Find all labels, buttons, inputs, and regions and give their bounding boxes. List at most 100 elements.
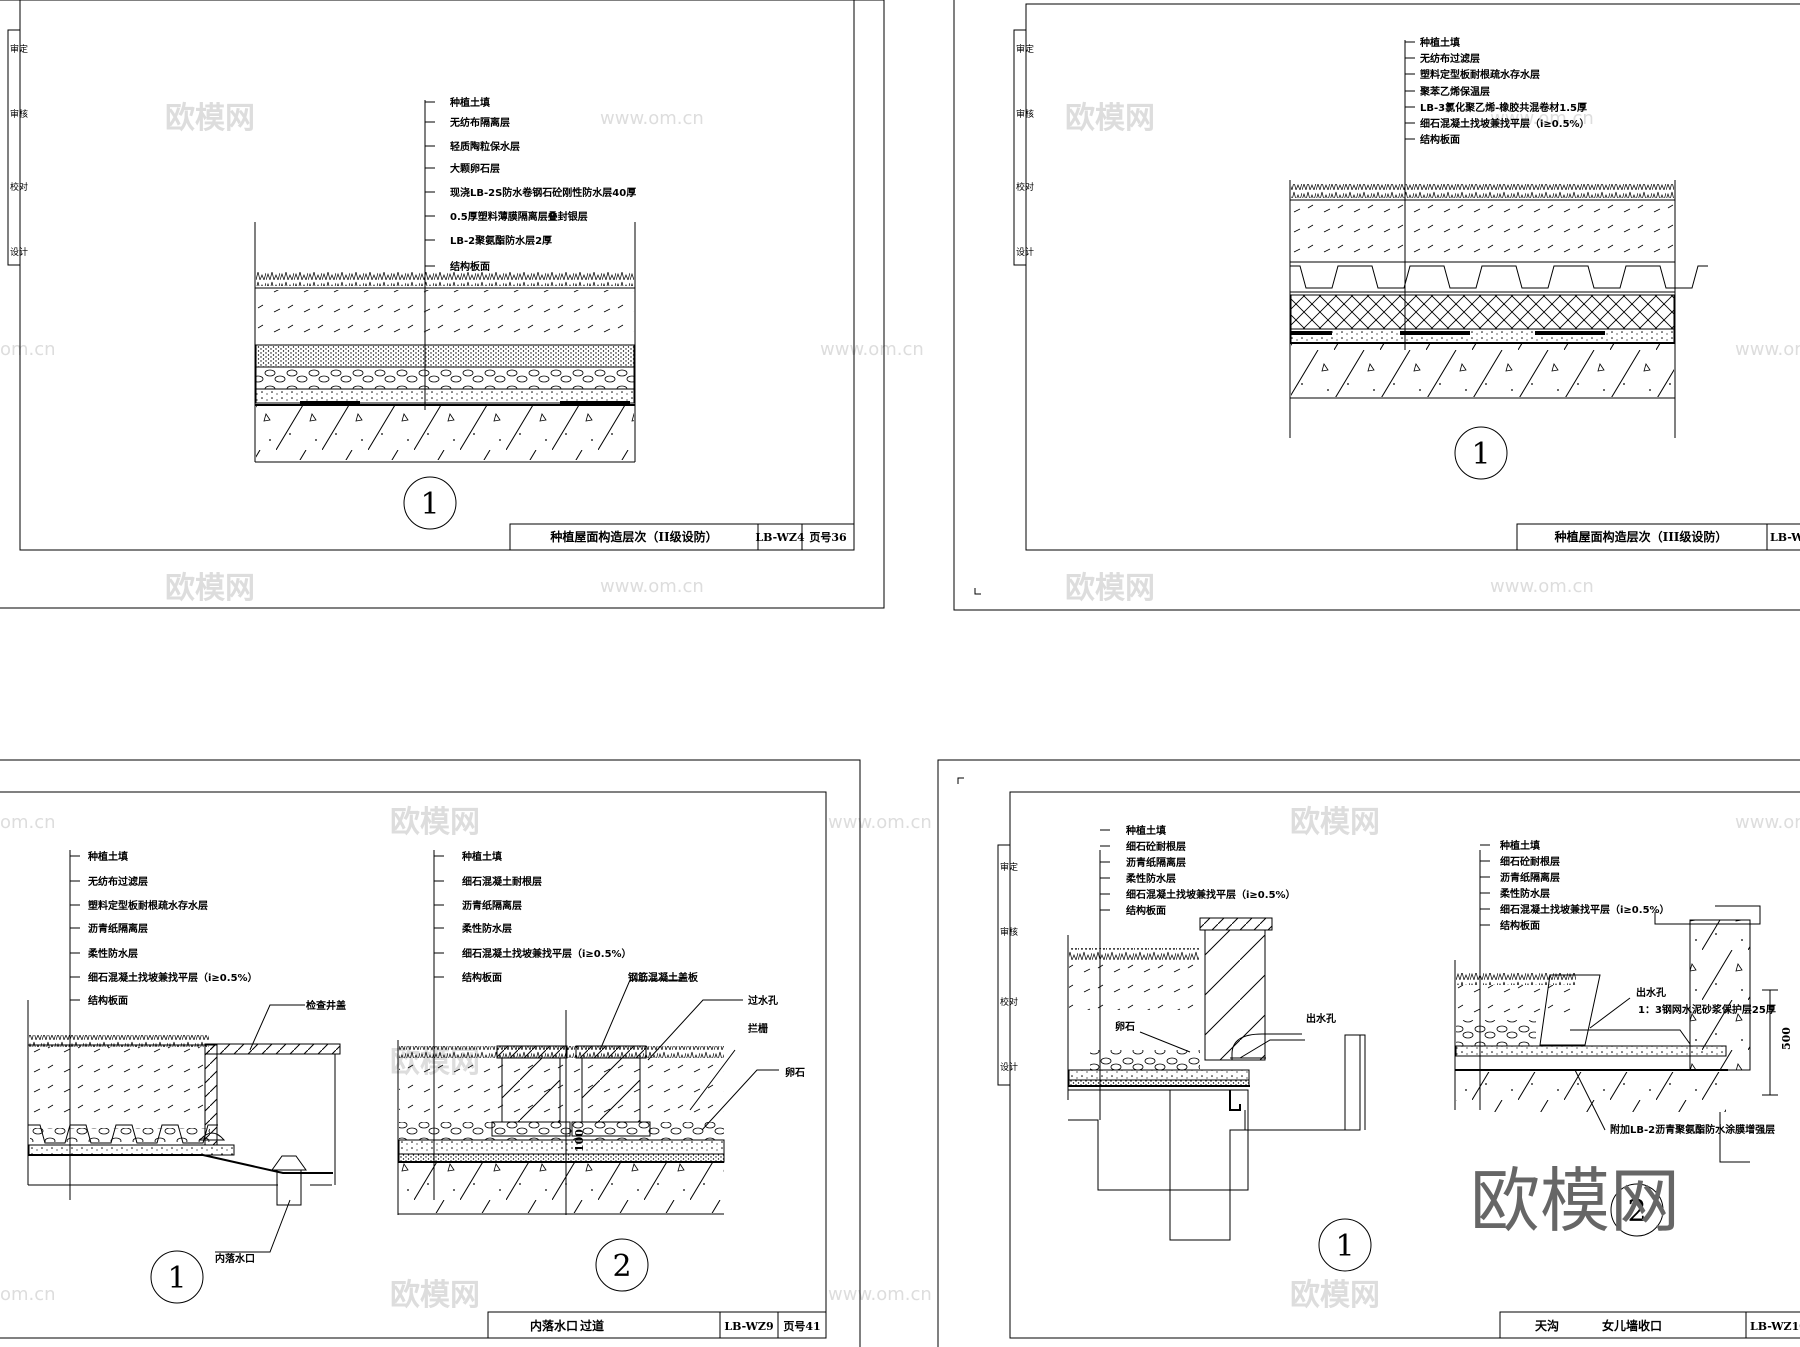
side-label: 审核	[10, 108, 28, 120]
layer-label: 塑料定型板耐根疏水存水层	[1420, 68, 1540, 81]
panel-1: 审定 审核 校对 设计 种植土填 无纺布隔离层 轻	[0, 0, 885, 609]
section-detail-2: 500	[1454, 850, 1793, 1163]
layer-label: 结构板面	[462, 971, 502, 984]
layer-label: 结构板面	[1500, 919, 1540, 932]
section-detail-1	[27, 850, 341, 1206]
drawing-title: 种植屋面构造层次（III级设防）	[1554, 529, 1728, 544]
dimension-label: 500	[1780, 1027, 1793, 1050]
side-label: 设计	[1016, 246, 1034, 258]
detail-number: 1	[420, 487, 439, 522]
watermark-logo-text: 欧模网	[1470, 1160, 1680, 1242]
layer-label: 无纺布隔离层	[449, 116, 510, 129]
detail-number: 1	[167, 1261, 186, 1296]
detail-number: 2	[612, 1249, 631, 1284]
watermark-brand: 欧模网	[1065, 101, 1155, 136]
drawing-title: 种植屋面构造层次（II级设防）	[549, 529, 717, 544]
watermark-brand: 欧模网	[390, 1278, 480, 1313]
layer-label: 细石混凝土找坡兼找平层（i≥0.5%）	[1500, 903, 1670, 916]
callout-label: 卵石	[1115, 1020, 1135, 1033]
watermark-url: www.om.cn	[600, 108, 704, 129]
section-detail-2: 100	[397, 850, 725, 1215]
title-block: 天沟 女儿墙收口 LB-WZ10	[1499, 1311, 1800, 1339]
layer-label: 结构板面	[88, 994, 128, 1007]
layer-label: 轻质陶粒保水层	[450, 140, 520, 153]
watermark-url: www.om.cn	[1735, 812, 1800, 833]
layer-label: 无纺布过滤层	[1419, 52, 1480, 65]
drawing-code: LB-WZ5	[1770, 531, 1800, 544]
detail-number-circle	[1610, 1183, 1664, 1237]
watermark-brand: 欧模网	[390, 805, 480, 840]
side-label: 校对	[1016, 181, 1034, 193]
watermark-brand: 欧模网	[1290, 1278, 1380, 1313]
layer-label: LB-3氯化聚乙烯-橡胶共混卷材1.5厚	[1420, 101, 1587, 114]
layer-label: 种植土填	[461, 850, 502, 863]
layer-label: 种植土填	[1419, 36, 1460, 49]
watermark-brand: 欧模网	[165, 101, 255, 136]
layer-labels-right: 种植土填 细石混凝土耐根层 沥青纸隔离层 柔性防水层 细石混凝土找坡兼找平层（i…	[434, 850, 632, 984]
side-label: 审核	[1016, 108, 1034, 120]
layer-label: 沥青纸隔离层	[88, 922, 148, 935]
layer-label: 沥青纸隔离层	[1500, 871, 1560, 884]
watermark-brand: 欧模网	[1290, 805, 1380, 840]
watermark-url: www.om.cn	[1735, 339, 1800, 360]
layer-label: 大颗卵石层	[450, 162, 500, 175]
layer-label: 塑料定型板耐根疏水存水层	[88, 899, 208, 912]
side-label: 设计	[1000, 1061, 1018, 1073]
layer-label: 沥青纸隔离层	[1126, 856, 1186, 869]
detail-number-circle	[150, 1250, 204, 1304]
layer-label: 现浇LB-2S防水卷钢石砼刚性防水层40厚	[450, 186, 636, 199]
title-block: 种植屋面构造层次（III级设防） LB-WZ5	[1516, 523, 1800, 551]
layer-labels-left: 种植土填 细石砼耐根层 沥青纸隔离层 柔性防水层 细石混凝土找坡兼找平层（i≥0…	[1100, 824, 1296, 917]
layer-label: 种植土填	[449, 96, 490, 109]
callout-label: 检查井盖	[306, 999, 346, 1012]
layer-label: 无纺布过滤层	[87, 875, 148, 888]
drawing-title: 内落水口	[530, 1318, 578, 1333]
detail-number-circle	[403, 476, 457, 530]
layer-labels: 种植土填 无纺布过滤层 塑料定型板耐根疏水存水层 聚苯乙烯保温层 LB-3氯化聚…	[1405, 36, 1590, 146]
watermark-url: om.cn	[0, 1284, 56, 1305]
watermark-url: www.om.cn	[828, 812, 932, 833]
watermark-url: om.cn	[0, 339, 56, 360]
detail-number: 1	[1335, 1229, 1354, 1264]
layer-label: 柔性防水层	[87, 947, 138, 960]
layer-label: 结构板面	[450, 260, 490, 273]
side-label: 审定	[1016, 43, 1034, 55]
layer-label: 柔性防水层	[1125, 872, 1176, 885]
detail-number: 2	[1627, 1194, 1646, 1229]
drawing-code: LB-WZ4	[755, 531, 805, 544]
watermark-url: www.om.cn	[1490, 576, 1594, 597]
title-block: 内落水口 过道 LB-WZ9 页号41	[487, 1311, 827, 1339]
callout-label: 附加LB-2沥青聚氨酯防水涂膜增强层	[1610, 1123, 1775, 1136]
watermark-brand: 欧模网	[1065, 571, 1155, 606]
layer-label: 结构板面	[1420, 133, 1460, 146]
callout-label: 1：3钢网水泥砂浆保护层25厚	[1638, 1003, 1776, 1016]
layer-labels-left: 种植土填 无纺布过滤层 塑料定型板耐根疏水存水层 沥青纸隔离层 柔性防水层 细石…	[70, 850, 258, 1007]
callout-label: 内落水口	[215, 1252, 255, 1265]
layer-label: 柔性防水层	[1499, 887, 1550, 900]
layer-label: 结构板面	[1126, 904, 1166, 917]
detail-number: 1	[1471, 437, 1490, 472]
callout-label: 卵石	[785, 1066, 805, 1079]
layer-label: 聚苯乙烯保温层	[1419, 85, 1490, 98]
layer-label: 柔性防水层	[461, 922, 512, 935]
title-block: 种植屋面构造层次（II级设防） LB-WZ4 页号36	[509, 523, 855, 551]
drawing-title-2: 女儿墙收口	[1602, 1318, 1662, 1333]
panel-4: 审定 审核 校对 设计 种植土填 细石砼耐根层	[937, 759, 1800, 1347]
page-number: 页号41	[783, 1320, 820, 1333]
page-number: 页号36	[809, 531, 847, 544]
layer-label: LB-2聚氨酯防水层2厚	[450, 234, 552, 247]
side-label: 校对	[10, 181, 28, 193]
layer-label: 细石混凝土耐根层	[462, 875, 542, 888]
side-label: 审核	[1000, 926, 1018, 938]
side-label: 审定	[1000, 861, 1018, 873]
detail-number-circle	[1454, 426, 1508, 480]
layer-label: 种植土填	[1499, 839, 1540, 852]
callout-label: 过水孔	[748, 994, 778, 1007]
callout-label: 钢筋混凝土盖板	[628, 971, 699, 984]
side-label: 审定	[10, 43, 28, 55]
callout-label: 拦栅	[748, 1022, 768, 1035]
layer-label: 种植土填	[1125, 824, 1166, 837]
layer-labels-right: 种植土填 细石砼耐根层 沥青纸隔离层 柔性防水层 细石混凝土找坡兼找平层（i≥0…	[1480, 839, 1670, 932]
callout-label: 出水孔	[1636, 986, 1666, 999]
